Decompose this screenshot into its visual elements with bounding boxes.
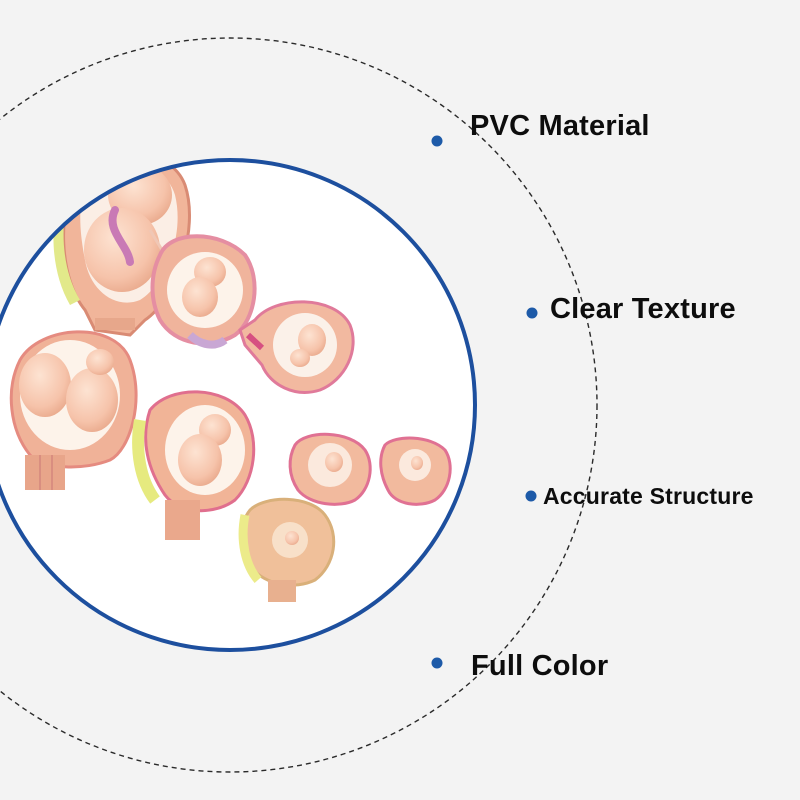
fetal-model-small-right [238, 300, 355, 394]
feature-dot-color [431, 657, 443, 669]
fetal-model-small-1 [288, 432, 372, 506]
photo-ring [0, 158, 477, 652]
feature-dot-structure [525, 490, 537, 502]
feature-label-full-color: Full Color [471, 650, 609, 682]
feature-label-accurate-structure: Accurate Structure [543, 483, 754, 509]
feature-dot-texture [526, 307, 538, 319]
fetal-model-twins [9, 330, 138, 490]
feature-label-clear-texture: Clear Texture [550, 293, 736, 325]
fetal-model-small-2 [379, 436, 452, 506]
fetal-model-middle [132, 390, 256, 540]
fetal-model-medium [150, 234, 257, 349]
feature-dot-pvc [431, 135, 443, 147]
feature-label-pvc-material: PVC Material [470, 110, 650, 142]
fetal-model-small-3 [238, 497, 336, 602]
dashed-outer-ring [0, 37, 598, 773]
